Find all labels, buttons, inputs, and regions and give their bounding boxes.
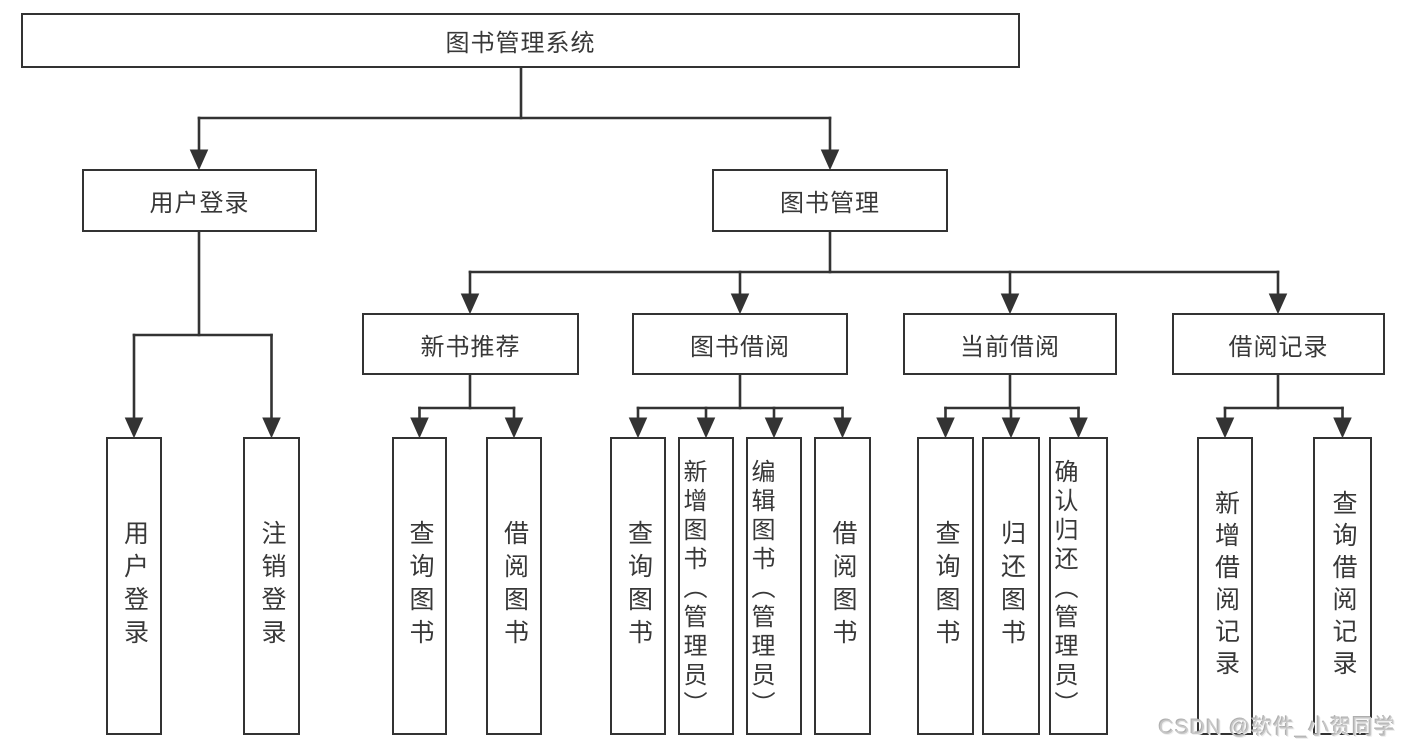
node-current-borrowing: 当前借阅 — [903, 313, 1117, 375]
node-new-book-recommendation: 新书推荐 — [362, 313, 579, 375]
leaf-label: 查询图书 — [932, 520, 960, 652]
node-user-login: 用户登录 — [82, 169, 317, 232]
leaf-label: 新增借阅记录 — [1211, 490, 1240, 682]
node-leaf-logout: 注销登录 — [243, 437, 300, 735]
csdn-watermark: CSDN @软件_小贺同学 — [1158, 716, 1396, 739]
node-leaf-borrow-books-2: 借阅图书 — [814, 437, 871, 735]
leaf-label: 借阅图书 — [500, 520, 529, 652]
leaf-label: 用户登录 — [120, 520, 149, 652]
leaf-label: 归还图书 — [997, 520, 1026, 652]
node-library-management-system: 图书管理系统 — [21, 13, 1020, 68]
node-leaf-confirm-return-admin: 确认归还（管理员） — [1049, 437, 1108, 735]
node-leaf-query-books-2: 查询图书 — [610, 437, 666, 735]
node-leaf-add-borrow-record: 新增借阅记录 — [1197, 437, 1253, 735]
node-leaf-user-login: 用户登录 — [106, 437, 162, 735]
node-borrowing-records: 借阅记录 — [1172, 313, 1385, 375]
leaf-label: 确认归还（管理员） — [1050, 459, 1077, 720]
node-book-borrowing: 图书借阅 — [632, 313, 848, 375]
node-leaf-query-borrow-record: 查询借阅记录 — [1313, 437, 1372, 735]
leaf-label: 查询图书 — [624, 520, 653, 652]
leaf-label: 查询借阅记录 — [1329, 490, 1357, 682]
leaf-label: 查询图书 — [406, 520, 434, 652]
node-book-management: 图书管理 — [712, 169, 948, 232]
node-leaf-borrow-books-1: 借阅图书 — [486, 437, 542, 735]
node-leaf-edit-books-admin: 编辑图书（管理员） — [746, 437, 802, 735]
node-leaf-query-books-1: 查询图书 — [392, 437, 447, 735]
node-leaf-query-books-3: 查询图书 — [917, 437, 974, 735]
leaf-label: 借阅图书 — [829, 520, 857, 652]
leaf-label: 新增图书（管理员） — [679, 459, 706, 720]
node-leaf-add-books-admin: 新增图书（管理员） — [678, 437, 734, 735]
leaf-label: 注销登录 — [258, 520, 286, 652]
leaf-label: 编辑图书（管理员） — [747, 459, 774, 720]
node-leaf-return-books: 归还图书 — [982, 437, 1040, 735]
